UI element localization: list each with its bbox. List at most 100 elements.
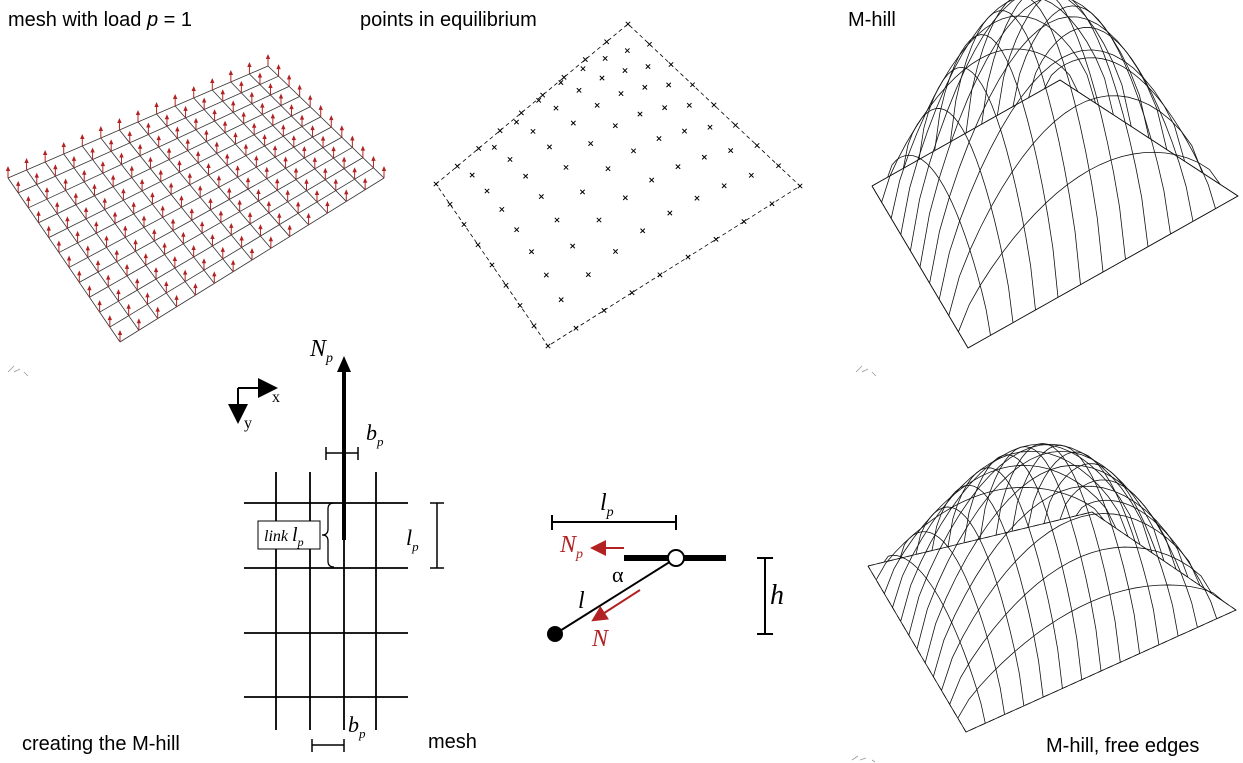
load-arrowhead xyxy=(283,156,288,162)
load-arrowhead xyxy=(233,132,238,138)
load-arrowhead xyxy=(352,167,357,173)
load-arrowhead xyxy=(302,146,307,151)
load-arrowhead xyxy=(268,236,274,242)
hill-meridian xyxy=(910,0,1132,251)
load-arrowhead xyxy=(204,129,209,135)
hill-gridline xyxy=(875,486,1105,581)
load-arrowhead xyxy=(63,178,68,184)
mesh-line xyxy=(81,145,196,296)
load-arrowhead xyxy=(191,86,196,91)
load-arrowhead xyxy=(170,218,176,224)
equilibrium-point xyxy=(640,228,646,234)
load-arrowhead xyxy=(381,166,387,171)
load-arrowhead xyxy=(100,161,106,167)
load-arrowhead xyxy=(80,134,85,139)
load-arrowhead xyxy=(174,294,179,300)
hill-meridian xyxy=(938,49,1185,300)
load-arrowhead xyxy=(189,208,194,214)
load-arrowhead xyxy=(42,150,48,155)
axis-triad-icon xyxy=(851,755,876,763)
load-arrowhead xyxy=(108,139,114,145)
hill-gridline xyxy=(915,506,1025,706)
load-arrowhead xyxy=(124,263,130,269)
load-arrowhead xyxy=(201,97,207,103)
load-arrowhead xyxy=(341,156,347,162)
load-arrowhead xyxy=(137,143,143,149)
load-arrowhead xyxy=(247,211,253,217)
equilibrium-point xyxy=(596,217,602,223)
load-arrowhead xyxy=(278,93,284,99)
load-arrowhead xyxy=(116,289,121,295)
load-arrowhead xyxy=(220,246,226,252)
load-arrowhead xyxy=(66,255,72,261)
link-geometry-diagram: lp Np α l N h xyxy=(547,490,784,652)
hill-gridline xyxy=(883,465,1117,594)
load-arrowhead xyxy=(191,244,196,250)
load-arrowhead xyxy=(289,104,294,110)
load-arrowhead xyxy=(239,235,244,241)
equilibrium-point xyxy=(538,194,544,200)
load-arrowhead xyxy=(247,62,252,67)
load-arrowhead xyxy=(281,124,286,130)
load-arrowhead xyxy=(54,201,60,207)
title-points-in-equilibrium: points in equilibrium xyxy=(360,9,537,31)
load-arrowhead xyxy=(112,211,118,217)
load-arrowhead xyxy=(65,216,70,222)
equilibrium-point xyxy=(499,206,505,212)
load-arrowhead xyxy=(135,110,141,115)
load-arrowhead xyxy=(260,102,265,108)
load-arrowhead xyxy=(270,113,276,119)
load-arrowhead xyxy=(277,212,282,218)
equilibrium-point xyxy=(469,172,475,178)
boundary-edge xyxy=(435,23,801,347)
load-arrowhead xyxy=(208,197,213,203)
load-arrowhead xyxy=(320,135,326,141)
load-arrowhead xyxy=(350,135,355,141)
load-arrowhead xyxy=(158,169,163,175)
load-arrowhead xyxy=(272,145,278,151)
load-arrowhead xyxy=(34,172,39,178)
base-edge xyxy=(871,79,1239,349)
load-arrowhead xyxy=(117,118,122,123)
load-arrowhead xyxy=(139,178,145,184)
equilibrium-point xyxy=(570,243,576,249)
load-arrowhead xyxy=(181,231,186,237)
equilibrium-point xyxy=(491,144,497,150)
link-force-arrow xyxy=(591,589,641,622)
load-arrowhead xyxy=(92,183,97,189)
dimension-h xyxy=(757,557,773,635)
equilibrium-point xyxy=(686,102,692,108)
load-arrowhead xyxy=(222,120,228,126)
load-arrowhead xyxy=(160,205,165,211)
load-arrowhead xyxy=(102,197,107,203)
mesh-schematic: x y Np bp lp xyxy=(228,336,444,752)
load-arrowhead xyxy=(110,174,116,180)
load-arrowhead xyxy=(75,230,80,236)
load-arrowhead xyxy=(275,178,280,184)
height-h-label: h xyxy=(770,580,784,611)
load-arrowhead xyxy=(239,80,244,86)
load-arrowhead xyxy=(237,199,242,205)
load-arrowhead xyxy=(153,267,159,273)
equilibrium-point xyxy=(629,290,635,296)
mesh-line xyxy=(44,161,159,319)
load-arrowhead xyxy=(286,74,292,80)
link-lp-label: lp xyxy=(600,490,614,520)
caption-mesh: mesh xyxy=(428,731,477,753)
mesh-grid xyxy=(244,472,408,730)
caption-creating-the-m-hill: creating the M-hill xyxy=(22,733,180,755)
load-arrowhead xyxy=(249,248,255,253)
hill-meridian xyxy=(919,0,1150,268)
equilibrium-point xyxy=(594,102,600,108)
dimension-lp-horizontal xyxy=(551,515,677,530)
load-arrowhead xyxy=(135,278,140,284)
equilibrium-point xyxy=(701,154,707,160)
load-arrowhead xyxy=(291,135,297,141)
load-arrowhead xyxy=(266,200,272,206)
load-arrowhead xyxy=(95,260,101,265)
load-arrowhead xyxy=(141,215,147,221)
load-arrowhead xyxy=(287,224,292,230)
hill-gridline xyxy=(908,443,1153,636)
load-arrowhead xyxy=(85,245,91,251)
hill-meridian xyxy=(1012,5,1171,235)
